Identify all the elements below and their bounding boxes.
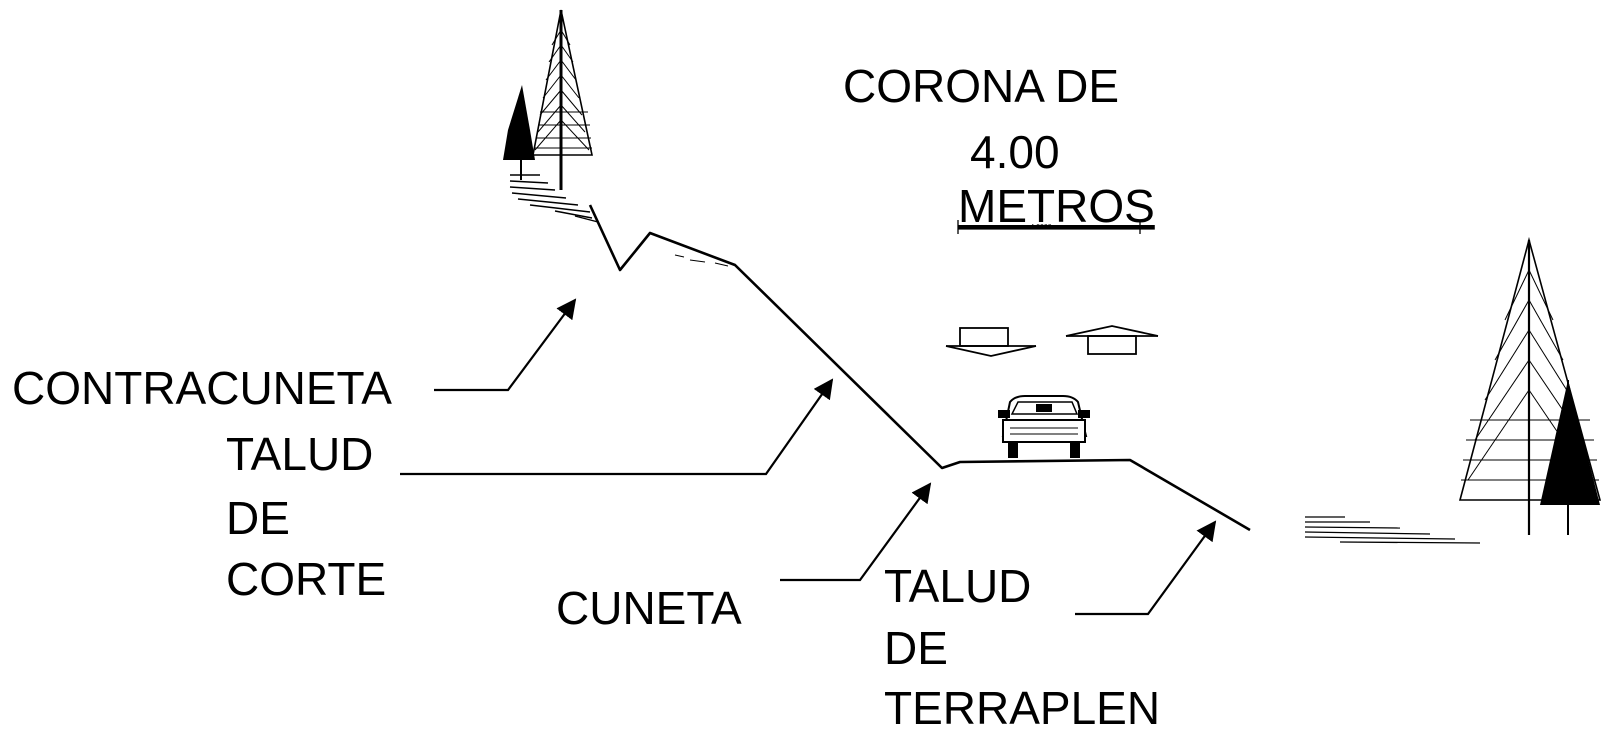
label-cuneta: CUNETA [556,582,742,634]
arrow-up-icon [1065,325,1159,355]
label-talud-corte-line1: TALUD [226,428,373,480]
leader-lines [400,298,1217,616]
label-talud-corte-line2: DE [226,492,290,544]
label-talud-corte-line3: CORTE [226,553,386,605]
corona-title-line2: 4.00 [970,126,1060,178]
dimension-line: 4.0000 [957,220,1141,234]
arrow-down-icon [945,327,1037,357]
pine-trees-left-icon [503,9,599,223]
ground-profile [588,204,1251,532]
corona-title-line3: METROS [958,180,1155,232]
label-talud-terraplen-line1: TALUD [884,560,1031,612]
car-front-icon [998,395,1090,458]
label-talud-terraplen-line2: DE [884,622,948,674]
dimension-value: 4.0000 [1030,224,1052,231]
label-contracuneta: CONTRACUNETA [12,362,392,414]
label-talud-terraplen-line3: TERRAPLEN [884,682,1160,734]
pine-trees-right-icon [1304,236,1602,544]
corona-title-line1: CORONA DE [843,60,1119,112]
